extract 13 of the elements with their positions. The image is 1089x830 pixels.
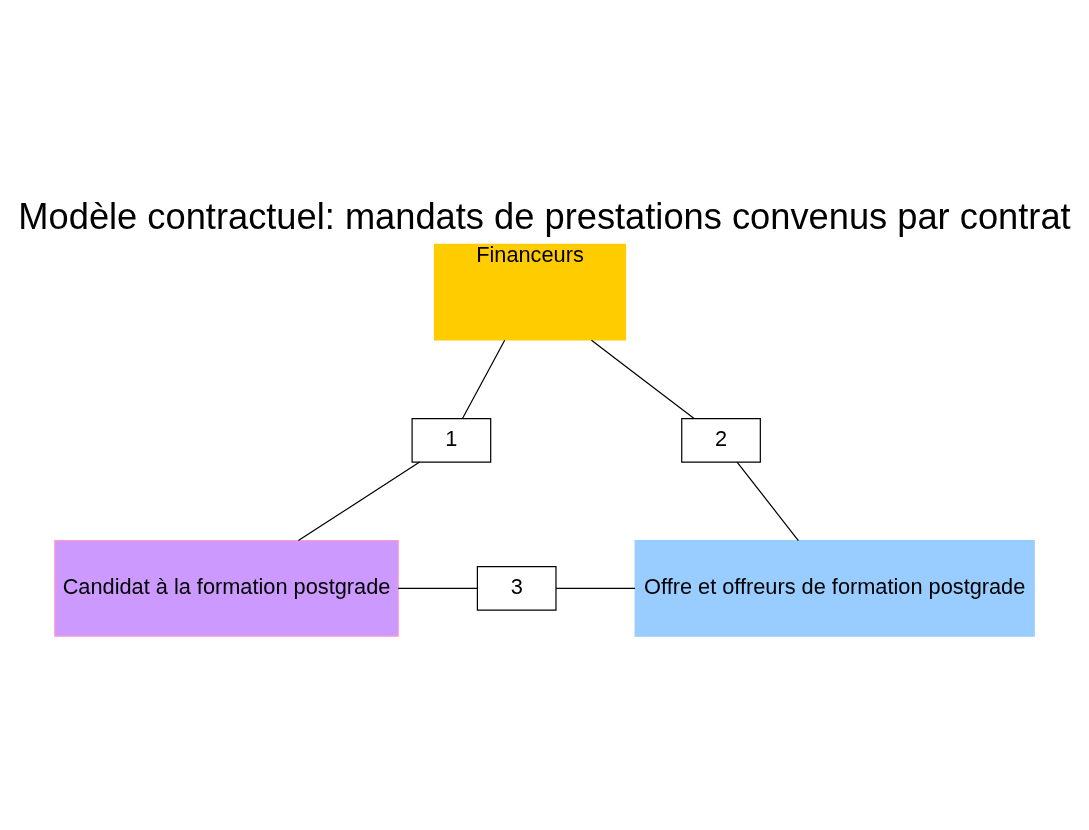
connector (736, 460, 799, 541)
connector (462, 339, 506, 419)
node-box: 3 (476, 565, 557, 611)
node-box: Offre et offreurs de formation postgrade (634, 539, 1035, 637)
diagram-title: Modèle contractuel: mandats de prestations convenus par contrat (18, 195, 1071, 237)
connector (555, 587, 636, 589)
node-box: 1 (411, 417, 492, 463)
connector (590, 339, 695, 419)
connector (297, 460, 421, 541)
node-box: 2 (681, 417, 761, 463)
node-box: Financeurs (433, 243, 627, 341)
connector (397, 587, 478, 589)
node-box: Candidat à la formation postgrade (54, 539, 399, 637)
